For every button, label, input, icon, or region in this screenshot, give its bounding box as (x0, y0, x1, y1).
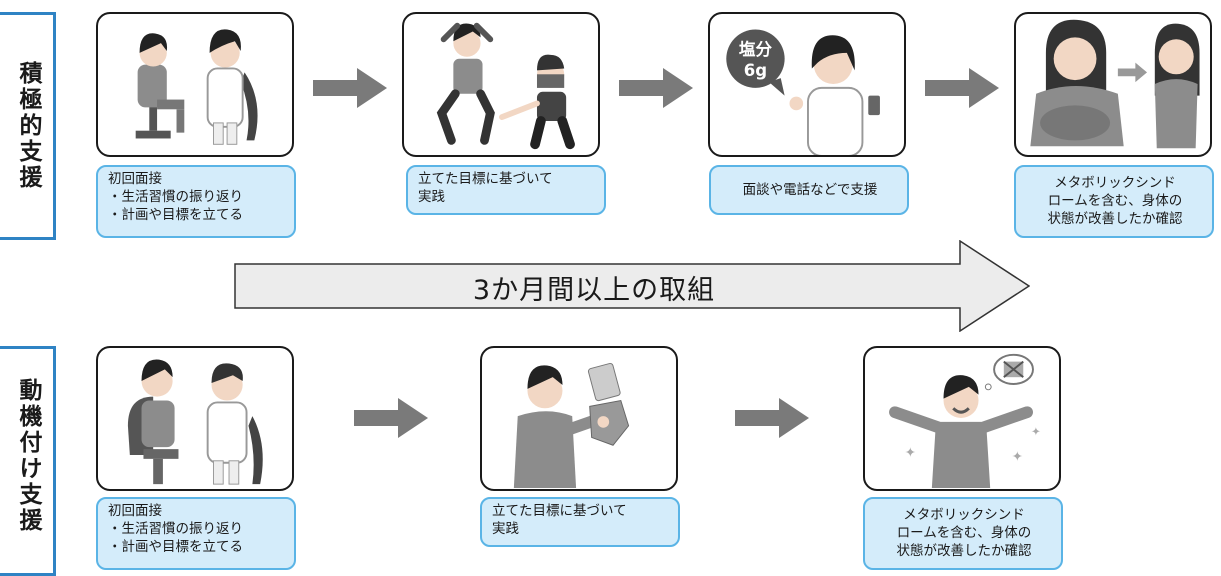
consultation-icon (127, 359, 263, 485)
svg-text:✦: ✦ (1031, 425, 1041, 439)
consultation-image (96, 12, 294, 157)
discard-junk-food-image (480, 346, 678, 491)
step-caption-4: メタボリックシンド ロームを含む、身体の 状態が改善したか確認 (1014, 165, 1214, 238)
consultation-icon (135, 29, 258, 145)
motivational-support-label: 動機付け支援 (15, 378, 41, 534)
step-caption-6: 立てた目標に基づいて 実践 (480, 497, 680, 547)
arrow-right-icon (925, 68, 999, 108)
step-caption-3: 面談や電話などで支援 (709, 165, 909, 215)
salt-advice-image: 塩分 6g (708, 12, 906, 157)
exercise-icon (436, 22, 575, 150)
step-caption-1: 初回面接 ・生活習慣の振り返り ・計画や目標を立てる (96, 165, 296, 238)
active-support-label: 積極的支援 (15, 61, 41, 191)
svg-text:✦: ✦ (905, 445, 916, 461)
timeline-arrow-label: 3か月間以上の取組 (472, 274, 716, 306)
happy-man-image: ✦ ✦ ✦ (863, 346, 1061, 491)
timeline-arrow-icon (234, 240, 1030, 332)
arrow-right-icon (735, 398, 809, 438)
consultation-image (96, 346, 294, 491)
svg-text:✦: ✦ (1012, 449, 1023, 465)
arrow-right-icon (354, 398, 428, 438)
happy-man-icon: ✦ ✦ ✦ (889, 353, 1041, 489)
step-caption-2: 立てた目標に基づいて 実践 (406, 165, 606, 215)
salt-label: 塩分 (739, 39, 773, 59)
before-after-image (1014, 12, 1212, 157)
discard-junk-food-icon (513, 362, 630, 489)
step-caption-5: 初回面接 ・生活習慣の振り返り ・計画や目標を立てる (96, 497, 296, 570)
salt-advice-icon: 塩分 6g (726, 29, 880, 155)
salt-amount: 6g (744, 61, 767, 80)
active-support-bracket (0, 12, 56, 240)
exercise-image (402, 12, 600, 157)
step-caption-7: メタボリックシンド ロームを含む、身体の 状態が改善したか確認 (863, 497, 1063, 570)
before-after-icon (1030, 19, 1200, 149)
arrow-right-icon (619, 68, 693, 108)
arrow-right-icon (313, 68, 387, 108)
